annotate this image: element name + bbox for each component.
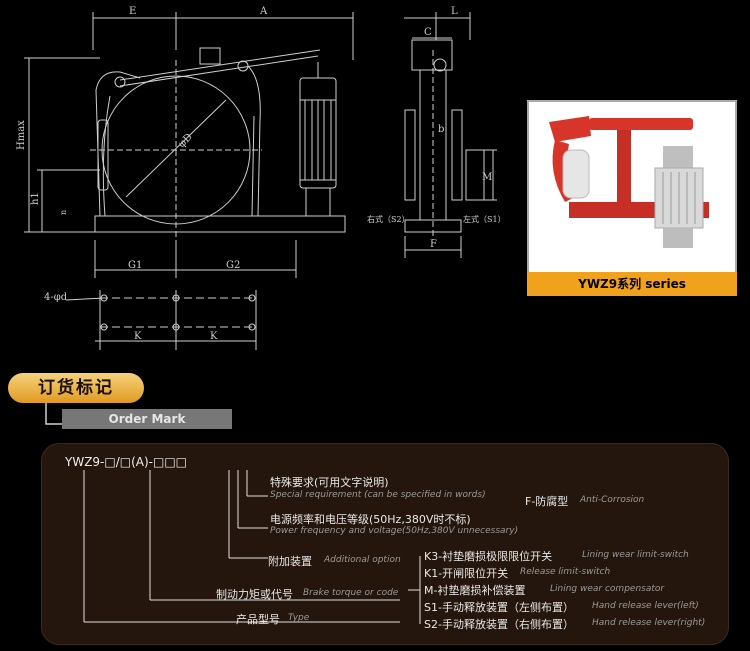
order-code: YWZ9-□/□(A)-□□□ [65, 455, 188, 469]
series-label: YWZ9系列 series [527, 272, 737, 296]
dim-h1-label: h1 [30, 192, 41, 205]
type-en: Type [288, 613, 310, 623]
right-type-label: 右式（S2） [367, 214, 410, 224]
order-mark-title: 订货标记 [8, 373, 144, 403]
option-k3-cn: K3-衬垫磨损极限限位开关 [424, 550, 553, 563]
dim-K2-label: K [210, 331, 218, 342]
option-m-en: Lining wear compensator [550, 584, 665, 594]
torque-en: Brake torque or code [303, 588, 399, 598]
option-m-cn: M-衬垫磨损补偿装置 [424, 584, 526, 597]
dim-C-label: C [424, 27, 432, 38]
option-en: Additional option [324, 555, 401, 565]
power-en: Power frequency and voltage(50Hz,380V un… [270, 526, 519, 536]
option-s2-en: Hand release lever(right) [592, 618, 706, 628]
option-s2-cn: S2-手动释放装置（右侧布置） [424, 618, 574, 631]
dim-4phid-label: 4-φd [44, 292, 68, 303]
dim-G2-label: G2 [226, 260, 240, 271]
order-connector [45, 402, 64, 425]
dim-M-label: M [482, 172, 492, 183]
option-cn: 附加装置 [268, 555, 312, 568]
torque-cn: 制动力矩或代号 [216, 588, 293, 601]
option-k3-en: Lining wear limit-switch [582, 550, 689, 560]
dim-G1-label: G1 [128, 260, 142, 271]
order-mark-panel [41, 443, 729, 645]
option-anticorrosion-cn: F-防腐型 [525, 495, 569, 508]
power-cn: 电源频率和电压等级(50Hz,380V时不标) [270, 513, 471, 526]
order-code-leaders [83, 470, 421, 624]
product-photo [527, 100, 737, 296]
dim-phiD-label: φD [176, 132, 194, 150]
dim-F-label: F [430, 239, 437, 250]
dim-b-label: b [438, 124, 444, 135]
brake-illustration [529, 102, 735, 272]
option-anticorrosion-en: Anti-Corrosion [580, 495, 645, 505]
dim-A-label: A [259, 6, 268, 17]
special-req-en: Special requirement (can be specified in… [270, 490, 486, 500]
dim-E-label: E [129, 6, 136, 17]
option-s1-cn: S1-手动释放装置（左侧布置） [424, 601, 574, 614]
dim-K1-label: K [134, 331, 142, 342]
dim-L-label: L [451, 6, 458, 17]
left-type-label: 左式（S1） [463, 214, 506, 224]
special-req-cn: 特殊要求(可用文字说明) [270, 476, 389, 489]
dim-n-label: n [59, 210, 68, 215]
dim-hmax-label: Hmax [16, 120, 27, 150]
brake-drawing: E A L C b Hmax h1 n φD G1 G2 K K 4-φd M … [16, 6, 506, 350]
order-mark-subtitle: Order Mark [62, 409, 232, 429]
option-k1-en: Release limit-switch [520, 567, 611, 577]
option-k1-cn: K1-开闸限位开关 [424, 567, 509, 580]
option-s1-en: Hand release lever(left) [592, 601, 699, 611]
type-cn: 产品型号 [236, 613, 280, 626]
